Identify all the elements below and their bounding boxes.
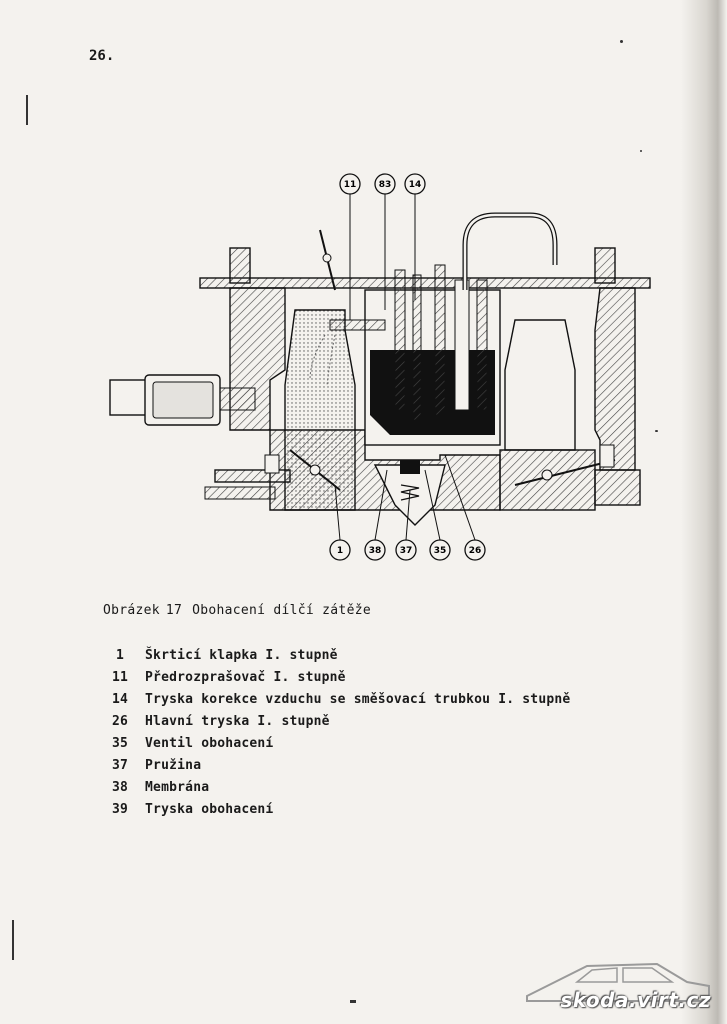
legend-item: 11 Předrozprašovač I. stupně	[103, 670, 346, 690]
callout-label: 1	[337, 546, 343, 556]
legend-number: 14	[111, 692, 129, 707]
callout-label: 11	[344, 180, 357, 190]
pre-atomizer	[309, 319, 386, 386]
callouts-top: 11 83 14	[339, 173, 426, 320]
legend-text: Tryska obohacení	[145, 802, 274, 817]
legend-number: 26	[111, 714, 129, 729]
callout-label: 37	[400, 546, 413, 556]
carburetor-cross-section: 11 83 14 1 38 37 35 26	[109, 173, 651, 561]
legend-item: 39 Tryska obohacení	[103, 802, 273, 822]
caption-prefix: Obrázek	[103, 603, 160, 618]
legend-number: 38	[111, 780, 129, 795]
callout-label: 14	[409, 180, 422, 190]
caption-number: 17	[165, 603, 183, 618]
scan-artifact	[26, 95, 28, 125]
caption-text: Obohacení dílčí zátěže	[192, 603, 371, 618]
scan-artifact	[620, 40, 623, 43]
legend-text: Tryska korekce vzduchu se směšovací trub…	[145, 692, 571, 707]
legend-item: 1 Škrticí klapka I. stupně	[103, 648, 338, 668]
callout-label: 35	[434, 546, 447, 556]
solenoid-valve	[109, 374, 256, 426]
callouts-bottom: 1 38 37 35 26	[329, 454, 486, 561]
legend-number: 39	[111, 802, 129, 817]
carburetor-diagram: 11 83 14 1 38 37 35 26	[95, 170, 655, 570]
page-number: 26.	[89, 48, 115, 64]
float-chamber	[364, 264, 501, 446]
figure-caption: Obrázek 17 Obohacení dílčí zátěže	[103, 603, 371, 618]
legend-item: 38 Membrána	[103, 780, 209, 800]
legend-text: Hlavní tryska I. stupně	[145, 714, 330, 729]
car-silhouette-icon	[526, 962, 710, 1002]
legend-text: Membrána	[145, 780, 210, 795]
legend-item: 26 Hlavní tryska I. stupně	[103, 714, 330, 734]
legend-item: 14 Tryska korekce vzduchu se směšovací t…	[103, 692, 570, 712]
watermark-text: skoda.virt.cz	[560, 988, 711, 1012]
legend-text: Škrticí klapka I. stupně	[145, 648, 338, 663]
legend-text: Pružina	[145, 758, 202, 773]
callout-label: 38	[369, 546, 382, 556]
legend-number: 35	[111, 736, 129, 751]
callout-label: 83	[379, 180, 392, 190]
scan-artifact	[350, 1000, 356, 1003]
legend-item: 35 Ventil obohacení	[103, 736, 273, 756]
scan-artifact	[640, 150, 642, 152]
legend-number: 1	[115, 648, 125, 663]
scan-artifact	[655, 430, 658, 432]
watermark-logo	[517, 946, 717, 1016]
legend-text: Ventil obohacení	[145, 736, 274, 751]
legend-text: Předrozprašovač I. stupně	[145, 670, 346, 685]
legend-number: 37	[111, 758, 129, 773]
legend-item: 37 Pružina	[103, 758, 201, 778]
page-edge-shadow	[681, 0, 727, 1024]
scan-artifact	[12, 920, 14, 960]
callout-label: 26	[469, 546, 482, 556]
legend-number: 11	[111, 670, 129, 685]
